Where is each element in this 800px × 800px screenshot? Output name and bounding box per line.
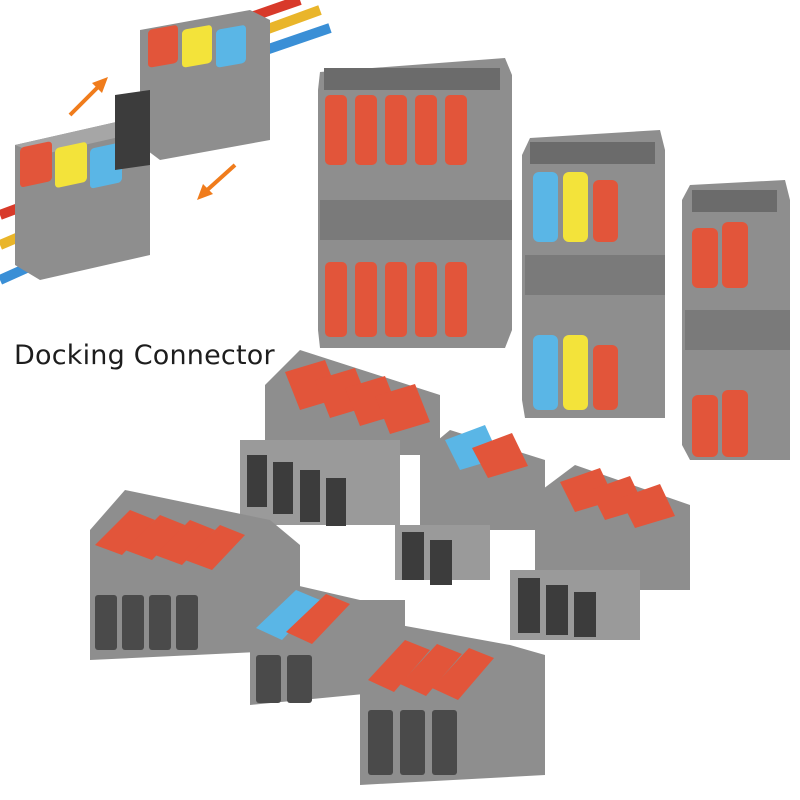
connector-5pole-pair — [318, 58, 512, 348]
connector-2pole-pair — [682, 180, 790, 460]
connector-4pole-plug — [240, 350, 440, 526]
arrow-up-icon — [68, 77, 108, 117]
inset-wired-connector — [0, 0, 332, 285]
connector-2pole-plug — [395, 425, 545, 585]
caption-text: Docking Connector — [14, 340, 275, 371]
connector-4pole-socket — [90, 490, 300, 660]
connector-3pole-socket — [360, 625, 545, 785]
arrow-down-icon — [197, 163, 237, 200]
inset-connector-right — [115, 10, 270, 170]
connector-3pole-plug — [510, 465, 690, 640]
connector-3pole-pair — [522, 130, 665, 418]
